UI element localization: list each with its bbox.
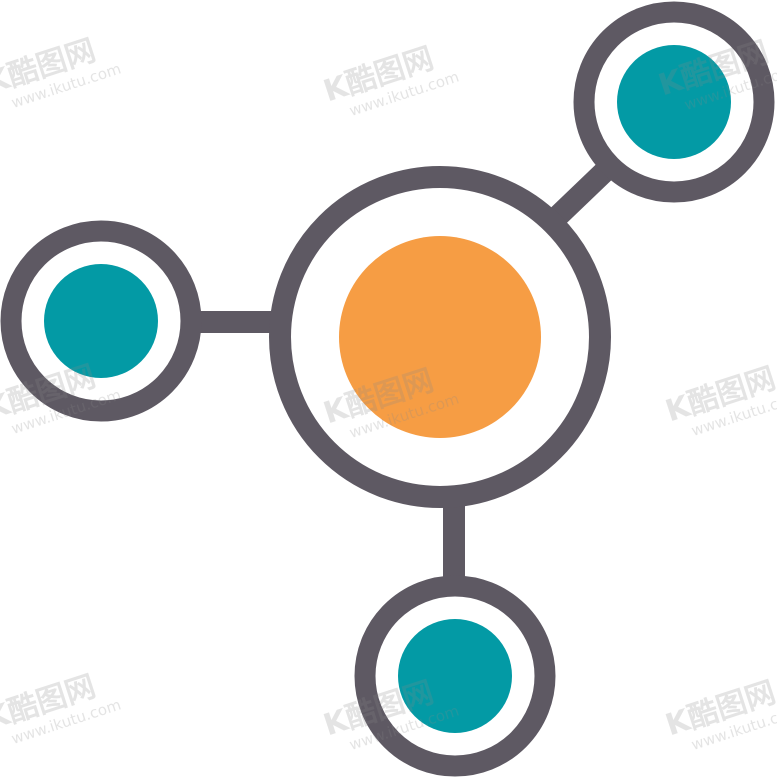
- top-right-node-ring: [573, 1, 775, 203]
- connector-top-right: [548, 164, 612, 226]
- center-node-dot: [339, 236, 541, 438]
- left-node-ring: [0, 220, 202, 422]
- center-node-ring: [269, 166, 611, 508]
- left-node-dot: [44, 264, 158, 378]
- bottom-node-dot: [398, 619, 512, 733]
- top-right-node-dot: [617, 45, 731, 159]
- bottom-node-ring: [354, 575, 556, 777]
